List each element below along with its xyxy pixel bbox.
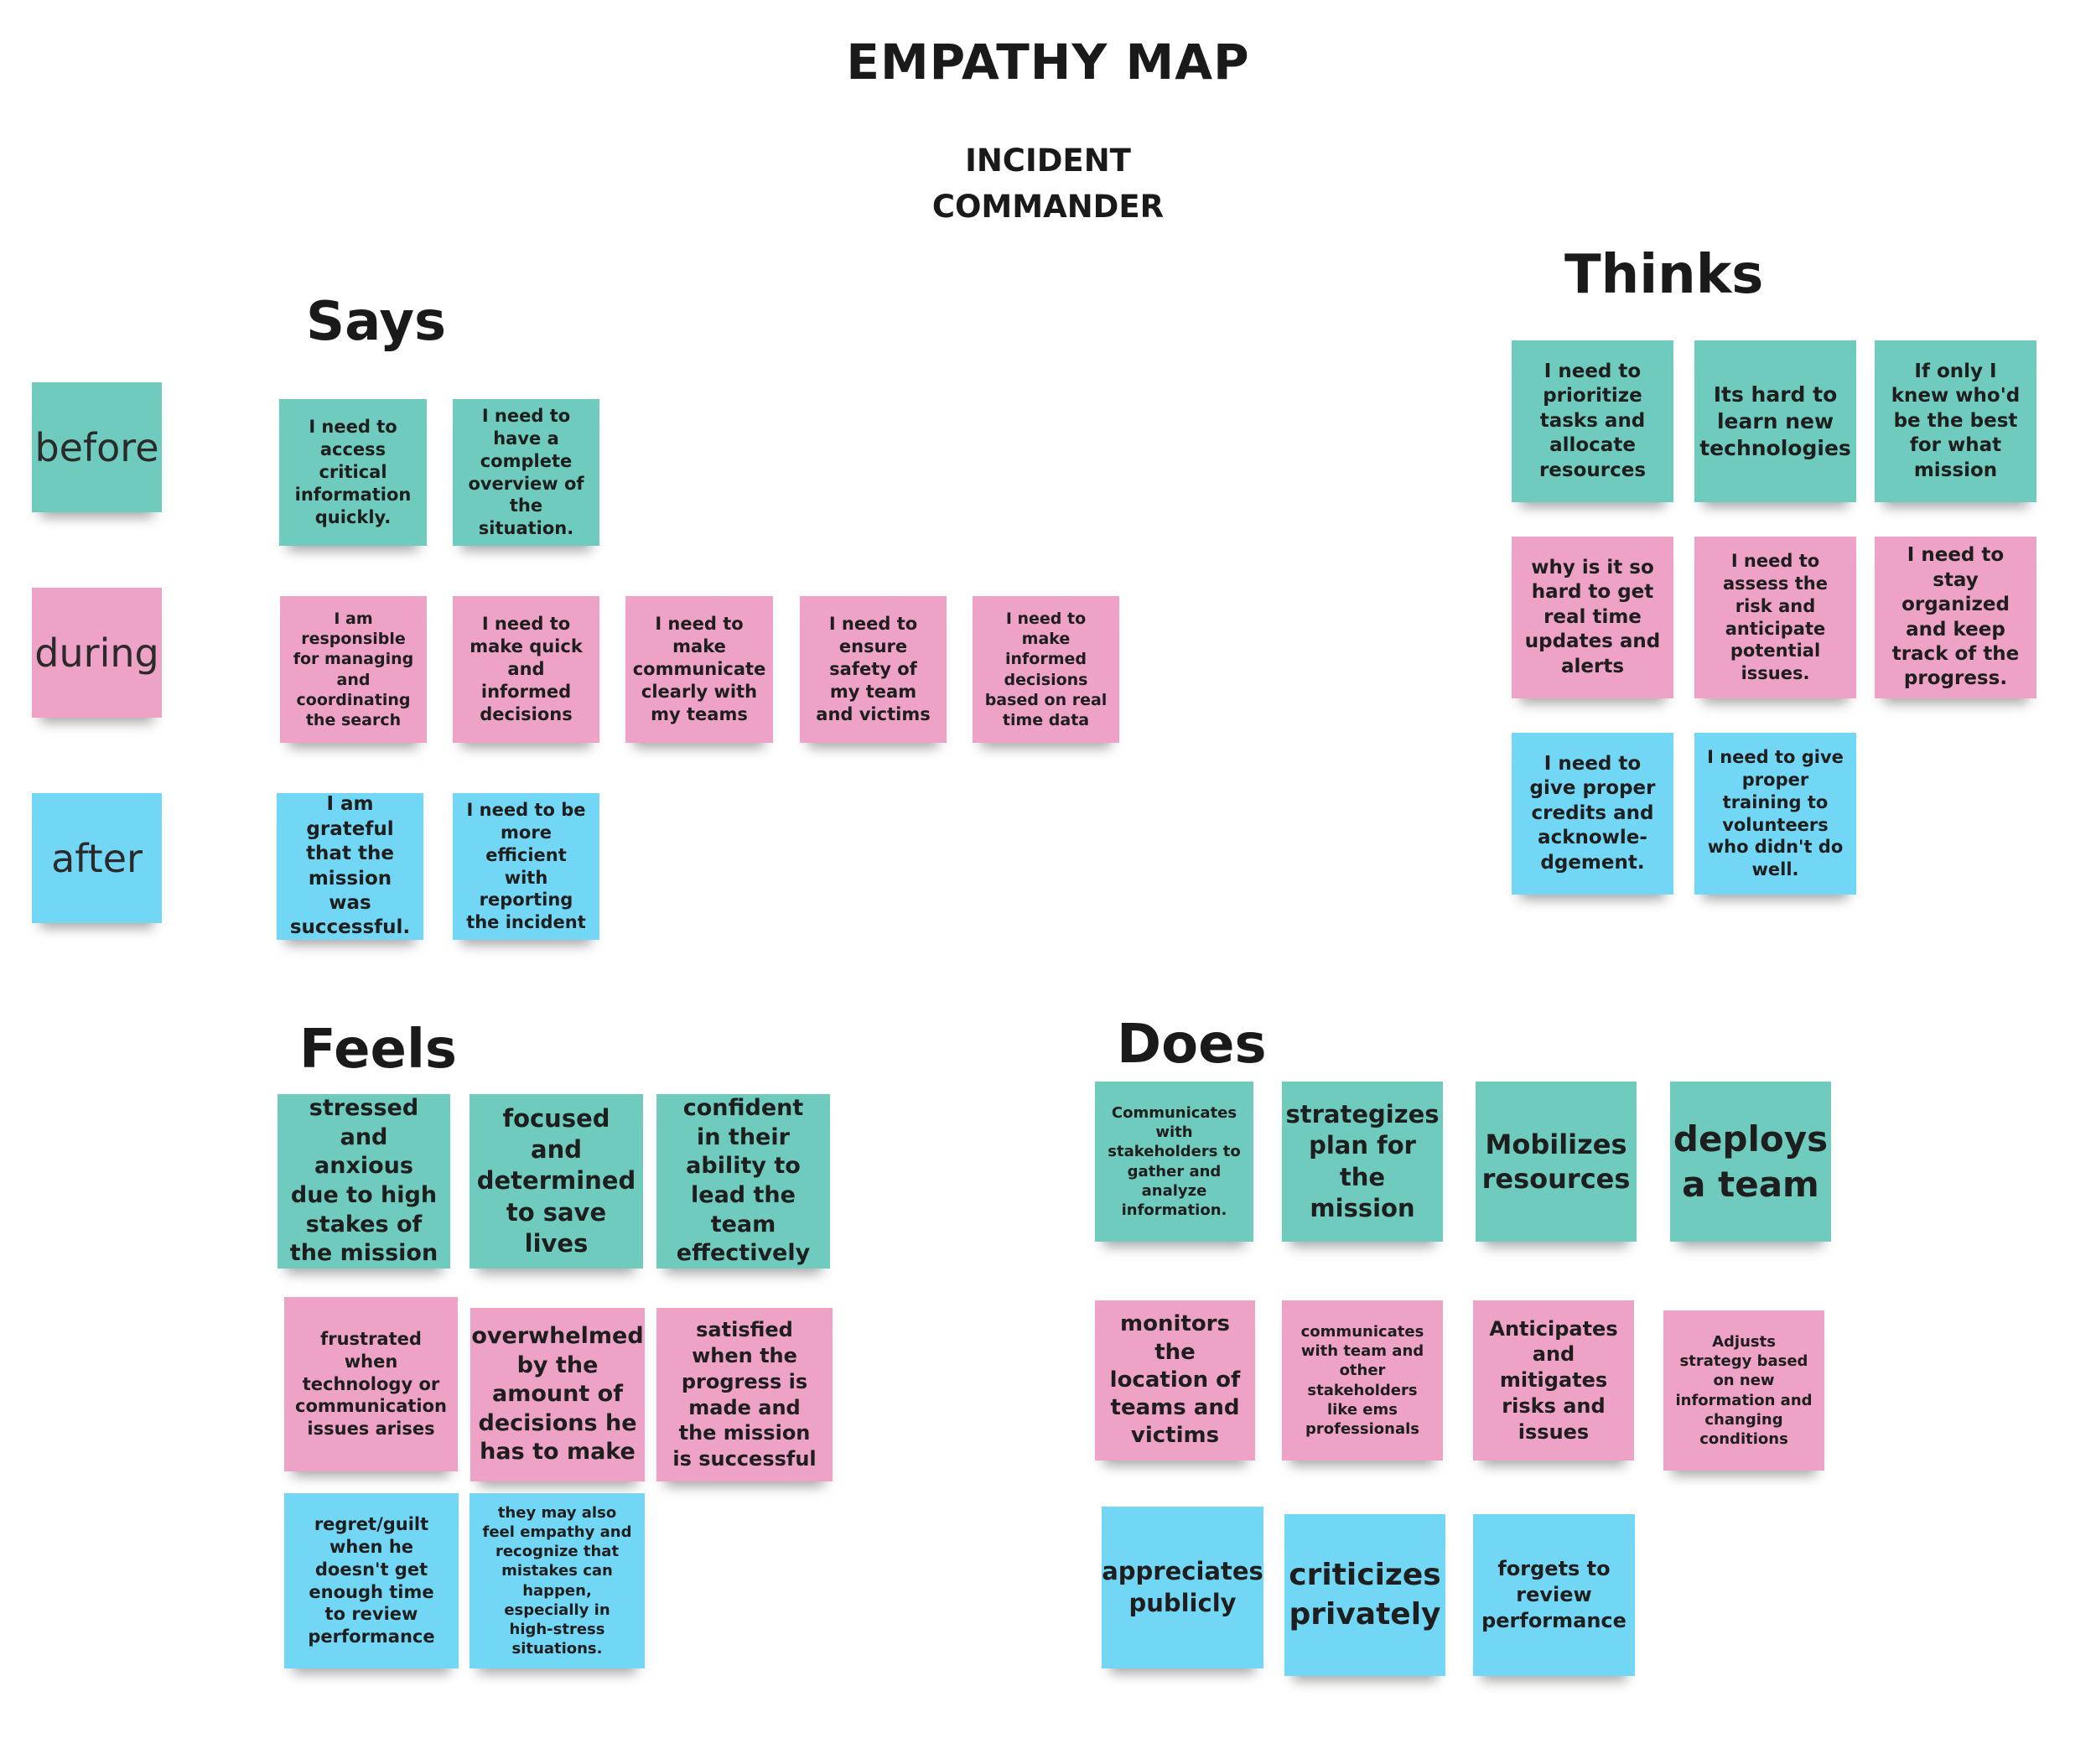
does-note[interactable]: deploys a team (1670, 1082, 1831, 1242)
does-note[interactable]: Anticipates and mitigates risks and issu… (1473, 1300, 1634, 1460)
feels-note[interactable]: they may also feel empathy and recognize… (470, 1493, 645, 1668)
says-note[interactable]: I am responsible for managing and coordi… (280, 596, 427, 743)
feels-note[interactable]: confident in their ability to lead the t… (656, 1094, 830, 1269)
says-note[interactable]: I need to access critical information qu… (279, 399, 427, 546)
thinks-note[interactable]: I need to give proper training to volunt… (1694, 733, 1856, 895)
says-note[interactable]: I need to have a complete overview of th… (453, 399, 599, 546)
does-note[interactable]: communicates with team and other stakeho… (1282, 1300, 1443, 1460)
does-note[interactable]: strategizes plan for the mission (1282, 1082, 1443, 1242)
says-heading: Says (306, 291, 447, 353)
feels-note[interactable]: satisfied when the progress is made and … (656, 1308, 833, 1481)
does-heading: Does (1117, 1014, 1267, 1076)
thinks-heading: Thinks (1564, 244, 1764, 306)
subtitle-line-2: COMMANDER (931, 189, 1165, 225)
thinks-note[interactable]: If only I knew who'd be the best for wha… (1875, 340, 2036, 502)
feels-heading: Feels (299, 1019, 457, 1081)
page-title: EMPATHY MAP (846, 34, 1250, 91)
says-note[interactable]: I am grateful that the mission was succe… (277, 793, 423, 940)
says-note[interactable]: I need to make communicate clearly with … (625, 596, 773, 743)
page-subtitle: INCIDENT COMMANDER (838, 137, 1258, 230)
thinks-note[interactable]: I need to prioritize tasks and allocate … (1512, 340, 1673, 502)
row-label-during[interactable]: during (32, 588, 162, 718)
does-note[interactable]: monitors the location of teams and victi… (1095, 1300, 1255, 1460)
feels-note[interactable]: frustrated when technology or communicat… (284, 1297, 458, 1471)
subtitle-line-1: INCIDENT (965, 143, 1131, 179)
thinks-note[interactable]: why is it so hard to get real time updat… (1512, 537, 1673, 698)
says-note[interactable]: I need to ensure safety of my team and v… (800, 596, 947, 743)
does-note[interactable]: Communicates with stakeholders to gather… (1095, 1082, 1253, 1242)
row-label-after[interactable]: after (32, 793, 162, 923)
says-note[interactable]: I need to be more efficient with reporti… (453, 793, 599, 940)
does-note[interactable]: Adjusts strategy based on new informatio… (1663, 1310, 1824, 1471)
thinks-note[interactable]: I need to stay organized and keep track … (1875, 537, 2036, 698)
feels-note[interactable]: stressed and anxious due to high stakes … (278, 1094, 450, 1269)
row-label-before[interactable]: before (32, 382, 162, 512)
does-note[interactable]: appreciates publicly (1102, 1507, 1263, 1668)
thinks-note[interactable]: Its hard to learn new technologies (1694, 340, 1856, 502)
says-note[interactable]: I need to make informed decisions based … (973, 596, 1119, 743)
says-note[interactable]: I need to make quick and informed decisi… (453, 596, 599, 743)
does-note[interactable]: forgets to review performance (1473, 1514, 1635, 1676)
feels-note[interactable]: focused and determined to save lives (470, 1094, 643, 1269)
thinks-note[interactable]: I need to assess the risk and anticipate… (1694, 537, 1856, 698)
does-note[interactable]: criticizes privately (1284, 1514, 1445, 1676)
does-note[interactable]: Mobilizes resources (1476, 1082, 1637, 1242)
thinks-note[interactable]: I need to give proper credits and acknow… (1512, 733, 1673, 895)
feels-note[interactable]: regret/guilt when he doesn't get enough … (284, 1493, 459, 1668)
feels-note[interactable]: overwhelmed by the amount of decisions h… (470, 1308, 645, 1481)
